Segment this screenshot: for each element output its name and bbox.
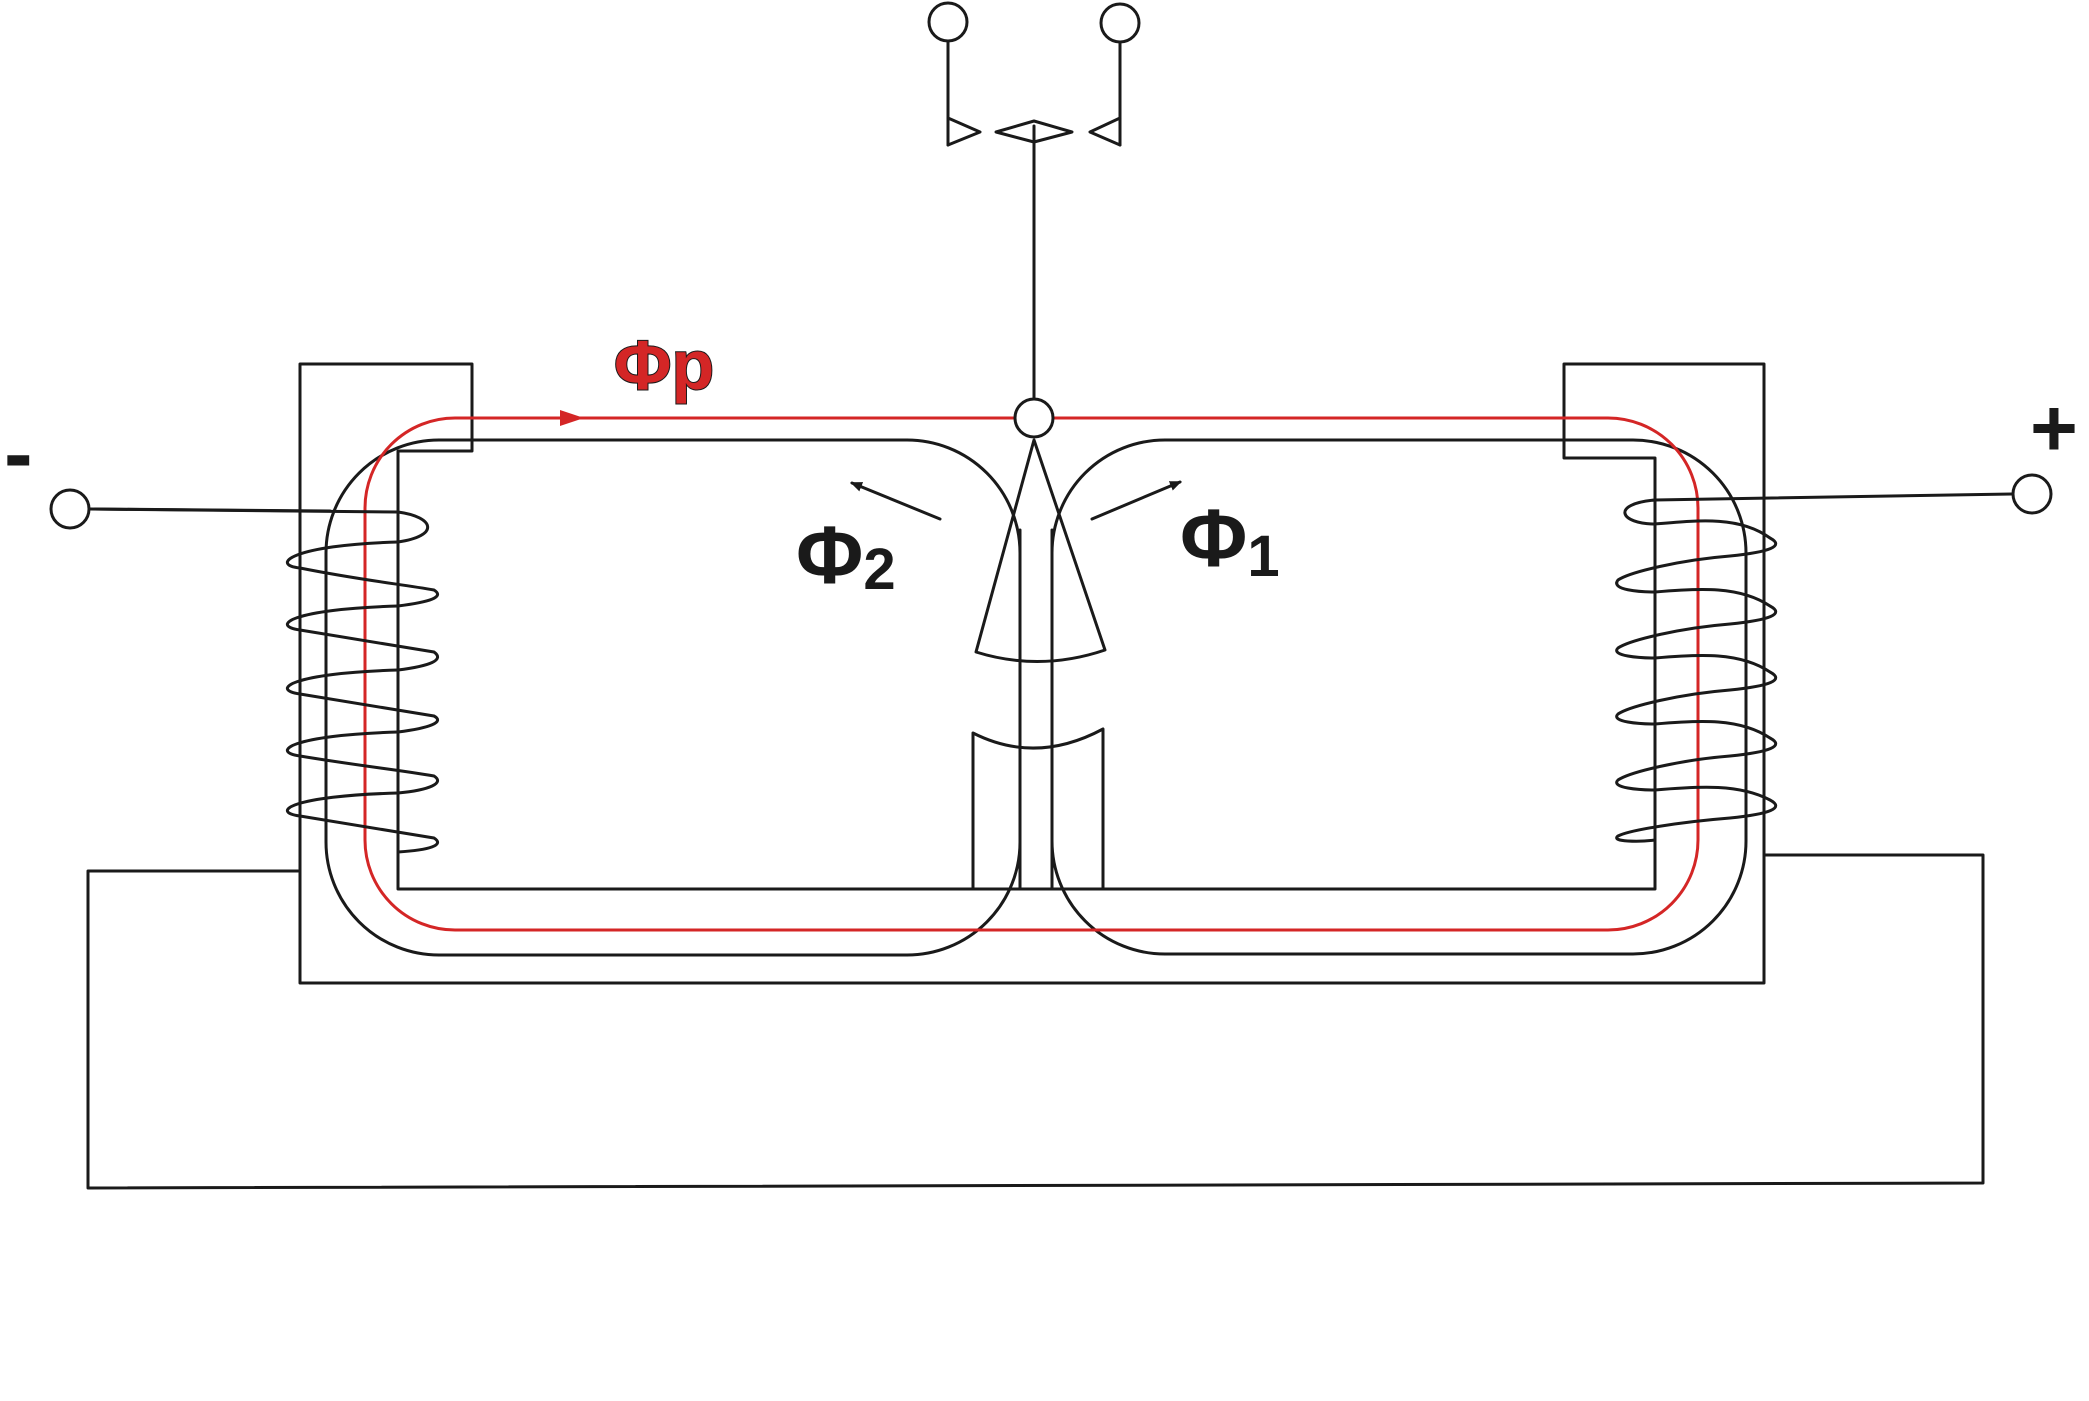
minus-sign: - bbox=[4, 406, 33, 502]
plus-terminal bbox=[2011, 473, 2053, 515]
contact-terminal-right bbox=[1099, 2, 1141, 44]
pointer-vane bbox=[974, 438, 1107, 663]
contact-terminal-left bbox=[927, 1, 969, 43]
flux-2-symbol: Φ bbox=[796, 510, 863, 601]
right-lead-wire bbox=[1653, 492, 2014, 502]
base-frame bbox=[86, 853, 1985, 1190]
left-coil bbox=[93, 507, 440, 854]
flux-2-arrow bbox=[850, 481, 942, 521]
lower-pole-piece bbox=[971, 727, 1105, 891]
contact-assembly bbox=[946, 38, 1122, 147]
flux-1-label: Φ1 bbox=[1180, 493, 1280, 589]
flux-1-index: 1 bbox=[1247, 524, 1279, 589]
right-coil bbox=[1615, 498, 1778, 843]
magnetic-core bbox=[298, 362, 1766, 985]
minus-terminal bbox=[49, 488, 91, 530]
flux-1-symbol: Φ bbox=[1180, 493, 1247, 584]
pivot-point bbox=[1013, 397, 1055, 439]
flux-2-label: Φ2 bbox=[796, 510, 896, 602]
plus-sign: + bbox=[2030, 383, 2078, 474]
left-lead-wire bbox=[88, 507, 332, 513]
flux-p-label: Φp bbox=[614, 326, 714, 404]
flux-1-arrow bbox=[1090, 480, 1182, 521]
main-flux-path bbox=[363, 416, 1700, 932]
right-armature-loop bbox=[1050, 438, 1748, 956]
flux-2-index: 2 bbox=[863, 537, 895, 602]
left-armature-loop bbox=[324, 438, 1022, 957]
